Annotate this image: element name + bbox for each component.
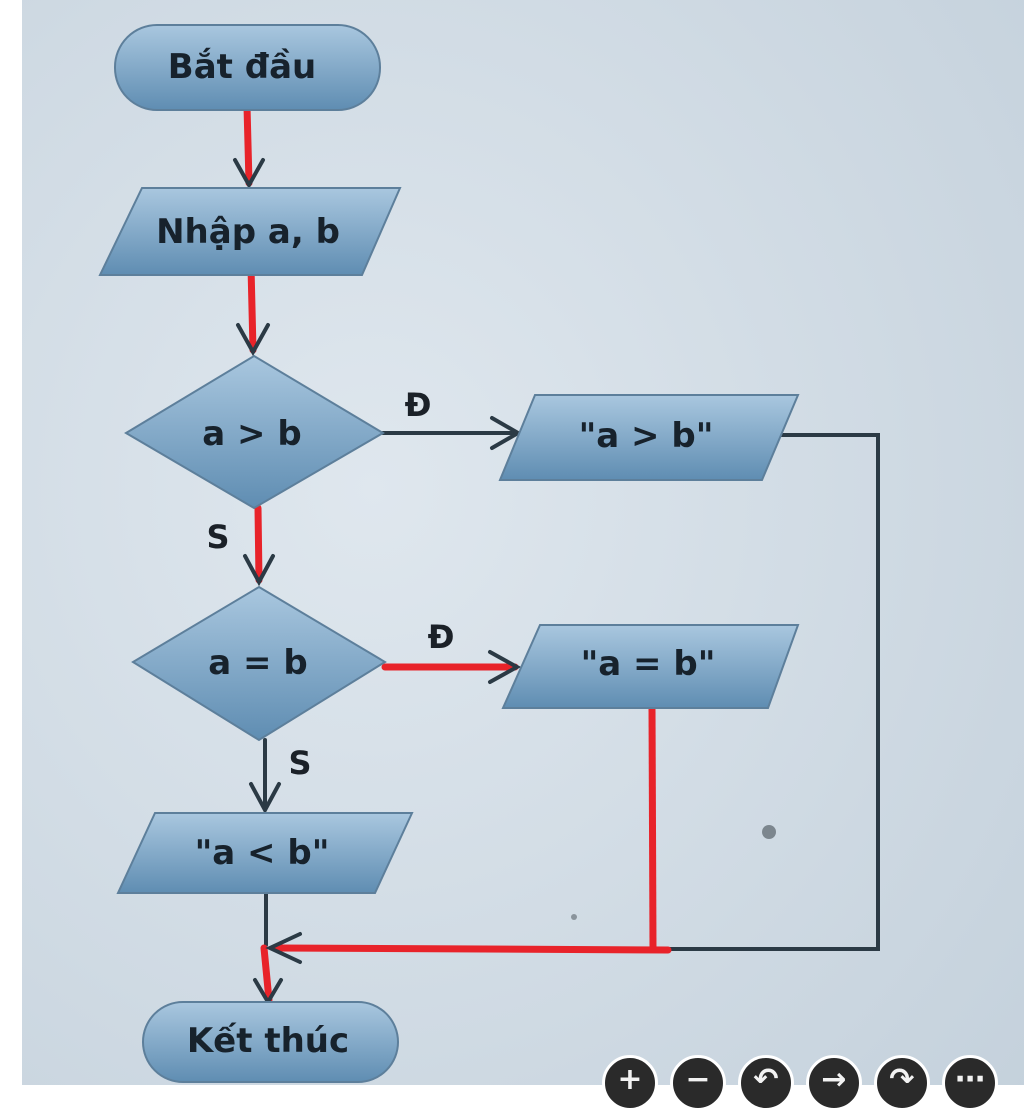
rotate-left-button[interactable]: ↶ [738, 1055, 794, 1111]
cond1-label: a > b [202, 414, 301, 454]
arrowhead-out2 [488, 650, 522, 684]
red-connector-cond1-to-cond2 [254, 504, 263, 584]
red-connector-to-merge [274, 944, 672, 954]
photo-speck [762, 825, 776, 839]
out2-label: "a = b" [581, 644, 716, 684]
flowchart-photo: Bắt đầu Nhập a, b a > b "a > b" a = b "a… [22, 0, 1024, 1111]
cond2-label: a = b [208, 643, 307, 683]
red-connector-start-to-input [243, 102, 253, 187]
flowchart-diagram: Bắt đầu Nhập a, b a > b "a > b" a = b "a… [22, 0, 1024, 1085]
more-button[interactable]: ⋯ [942, 1055, 998, 1111]
out3-label: "a < b" [195, 833, 330, 873]
node-end: Kết thúc [142, 1001, 399, 1083]
io-shape [498, 394, 800, 481]
rotate-left-icon: ↶ [753, 1062, 779, 1097]
zoom-in-icon: + [617, 1062, 643, 1097]
terminal-shape [142, 1001, 399, 1083]
cond1-true-label: Đ [405, 386, 432, 424]
node-out1: "a > b" [498, 394, 800, 481]
cond1-false-label: S [206, 518, 229, 556]
io-shape [98, 187, 402, 276]
node-out2: "a = b" [501, 624, 800, 709]
connectors [249, 416, 880, 951]
node-cond1: a > b [124, 354, 385, 510]
node-input: Nhập a, b [98, 187, 402, 276]
red-connector-out2-down [648, 704, 657, 952]
arrowhead-out3 [249, 782, 281, 815]
photo-background [22, 0, 1024, 1085]
zoom-out-button[interactable]: − [670, 1055, 726, 1111]
arrow-right-icon: → [821, 1062, 847, 1097]
start-label: Bắt đầu [168, 47, 316, 87]
arrowhead-cond2 [243, 554, 275, 587]
decision-shape [131, 585, 387, 742]
io-shape [116, 812, 414, 894]
arrowhead-input [233, 158, 265, 190]
cond2-false-label: S [288, 744, 311, 782]
zoom-out-icon: − [685, 1062, 711, 1097]
terminal-shape [114, 24, 381, 111]
arrowhead-cond1 [236, 323, 270, 357]
end-label: Kết thúc [187, 1021, 349, 1061]
connector-out1-to-end [658, 433, 880, 951]
red-connector-input-to-cond1 [247, 263, 257, 354]
cond2-true-label: Đ [428, 618, 455, 656]
next-button[interactable]: → [806, 1055, 862, 1111]
arrowhead-merge [265, 932, 302, 964]
node-start: Bắt đầu [114, 24, 381, 111]
io-shape [501, 624, 800, 709]
node-cond2: a = b [131, 585, 387, 742]
rotate-right-button[interactable]: ↷ [874, 1055, 930, 1111]
more-icon: ⋯ [955, 1062, 985, 1097]
rotate-right-icon: ↷ [889, 1062, 915, 1097]
photo-speck [571, 914, 577, 920]
arrowhead-out1 [490, 416, 523, 450]
input-label: Nhập a, b [156, 212, 340, 252]
node-out3: "a < b" [116, 812, 414, 894]
red-connector-merge-to-end [260, 944, 273, 1004]
highlighted-connectors [243, 102, 672, 1004]
zoom-in-button[interactable]: + [602, 1055, 658, 1111]
out1-label: "a > b" [579, 416, 714, 456]
decision-shape [124, 354, 385, 510]
